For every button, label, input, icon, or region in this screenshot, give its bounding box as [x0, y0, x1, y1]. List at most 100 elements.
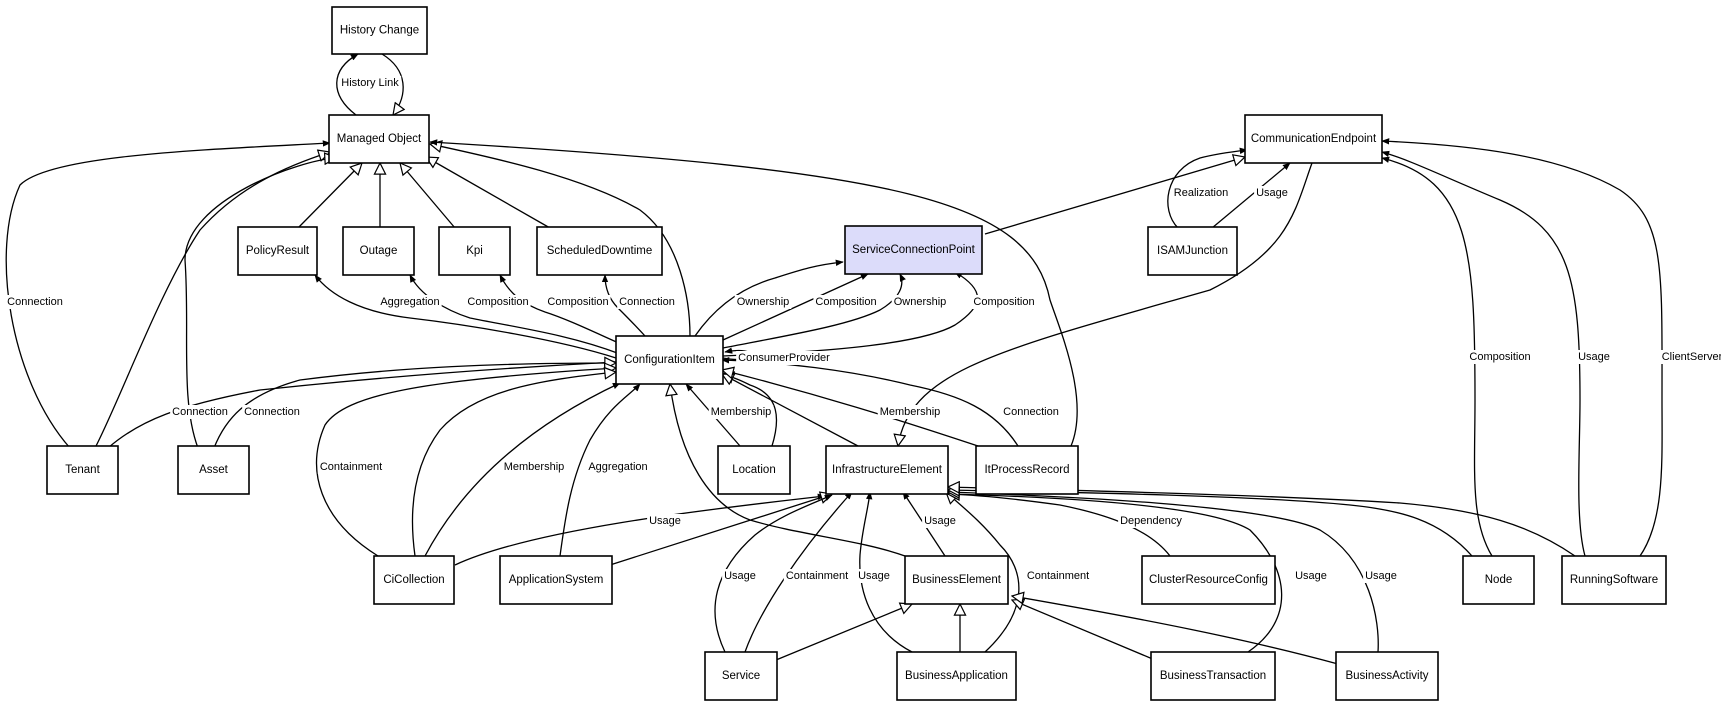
edge-label-background [242, 405, 302, 419]
edge-label-background [736, 351, 833, 365]
node-policy-result[interactable]: PolicyResult [237, 226, 318, 276]
label-configurationitem-serviceconnectionpoint-composition-1: Composition [815, 296, 876, 308]
node-managed-object-label: Managed Object [337, 133, 422, 145]
edge-service-infrastructureelement-usage [714, 494, 833, 653]
edge-label-background [317, 460, 385, 474]
label-location-configurationitem-membership: Membership [711, 406, 772, 418]
node-scheduled-downtime-label: ScheduledDowntime [547, 245, 652, 257]
edge-cicollection-configurationitem-containment [315, 368, 616, 557]
edge-businessapplication-infrastructureelement-usage [859, 491, 913, 653]
edge-itprocessrecord-configurationitem-membership [722, 370, 979, 447]
node-ci-collection-label: CiCollection [383, 574, 444, 586]
label-businessactivity-infrastructureelement-usage: Usage [1365, 570, 1397, 582]
edge-tenant-configurationitem-connection [107, 359, 617, 449]
label-configurationitem-serviceconnectionpoint-ownership-1: Ownership [737, 296, 790, 308]
label-isamjunction-communicationendpoint-realization: Realization [1174, 187, 1228, 199]
edge-infrastructureelement-communicationendpoint-membership [898, 162, 1313, 446]
edge-businesstransaction-infrastructureelement-usage [948, 494, 1283, 653]
node-cluster-resource-config-label: ClusterResourceConfig [1149, 574, 1268, 586]
edge-configurationitem-serviceconnectionpoint-ownership-2 [722, 273, 906, 349]
edge-serviceconnectionpoint-communicationendpoint [984, 157, 1245, 235]
node-outage[interactable]: Outage [342, 226, 415, 276]
label-configurationitem-policyresult-aggregation: Aggregation [380, 296, 439, 308]
node-location[interactable]: Location [717, 445, 791, 495]
node-running-software[interactable]: RunningSoftware [1561, 555, 1667, 605]
edge-isamjunction-communicationendpoint-usage [1211, 162, 1291, 229]
edge-label-background [856, 569, 892, 583]
node-isam-junction[interactable]: ISAMJunction [1147, 226, 1238, 276]
label-configurationitem-outage-composition: Composition [467, 296, 528, 308]
node-service-label: Service [722, 670, 760, 682]
edge-label-background [586, 460, 650, 474]
edge-scheduleddowntime-managedobject [426, 157, 551, 229]
node-tenant[interactable]: Tenant [46, 445, 119, 495]
node-communication-endpoint[interactable]: CommunicationEndpoint [1244, 114, 1383, 164]
label-businesstransaction-infrastructureelement-usage: Usage [1295, 570, 1327, 582]
node-application-system[interactable]: ApplicationSystem [499, 555, 613, 605]
edge-service-businesselement-generalization [775, 604, 912, 661]
nodes-layer: History Change Managed Object Communicat… [46, 6, 1667, 701]
node-asset-label: Asset [199, 464, 229, 476]
edge-configurationitem-serviceconnectionpoint-ownership-1 [694, 259, 844, 337]
edge-label-background [1024, 569, 1092, 583]
edge-businessapplication-infrastructureelement-containment [946, 492, 1020, 653]
node-business-transaction[interactable]: BusinessTransaction [1150, 651, 1276, 701]
edge-label-background [501, 460, 567, 474]
node-scheduled-downtime[interactable]: ScheduledDowntime [536, 226, 663, 276]
edge-configurationitem-policyresult-aggregation [314, 274, 617, 359]
edge-label-background [813, 295, 879, 309]
edge-cicollection-configurationitem-membership [424, 382, 621, 557]
label-service-infrastructureelement-usage: Usage [724, 570, 756, 582]
edge-itprocessrecord-configurationitem-connection [721, 357, 1019, 447]
edge-businesstransaction-businesselement-generalization [1012, 600, 1156, 661]
node-service[interactable]: Service [704, 651, 778, 701]
label-itprocessrecord-configurationitem-connection: Connection [1003, 406, 1059, 418]
node-isam-junction-label: ISAMJunction [1157, 245, 1228, 257]
node-business-element-label: BusinessElement [912, 574, 1002, 586]
edge-label-background [922, 514, 958, 528]
node-business-element[interactable]: BusinessElement [904, 555, 1009, 605]
node-it-process-record[interactable]: ItProcessRecord [975, 445, 1079, 495]
edge-asset-managedobject-generalization [184, 158, 336, 449]
node-infrastructure-element[interactable]: InfrastructureElement [825, 445, 949, 495]
edge-label-background [465, 295, 531, 309]
edge-label-background [1576, 350, 1612, 364]
node-service-connection-point-label: ServiceConnectionPoint [852, 244, 976, 256]
label-tenant-managedobject-connection: Connection [7, 296, 63, 308]
node-node-label: Node [1485, 574, 1513, 586]
edge-cicollection-configurationitem-generalization [411, 372, 616, 557]
edge-label-background [545, 295, 611, 309]
edge-applicationsystem-configurationitem-aggregation [559, 383, 641, 557]
node-configuration-item[interactable]: ConfigurationItem [615, 335, 724, 385]
edge-label-background [617, 295, 677, 309]
edge-applicationsystem-infrastructureelement-generalization [609, 494, 832, 566]
edge-label-background [1118, 514, 1185, 528]
node-managed-object[interactable]: Managed Object [328, 114, 430, 164]
edge-label-background [1293, 569, 1329, 583]
label-configurationitem-kpi-composition: Composition [547, 296, 608, 308]
edge-businessactivity-infrastructureelement-usage [948, 492, 1379, 653]
node-business-application-label: BusinessApplication [905, 670, 1008, 682]
edge-label-background [783, 569, 851, 583]
label-businesselement-infrastructureelement-usage: Usage [924, 515, 956, 527]
label-cicollection-infrastructureelement-usage: Usage [649, 515, 681, 527]
node-ci-collection[interactable]: CiCollection [373, 555, 455, 605]
edge-configurationitem-serviceconnectionpoint-composition-2 [722, 271, 979, 357]
node-history-change-label: History Change [340, 25, 419, 37]
edge-label-background [1467, 350, 1533, 364]
node-service-connection-point[interactable]: ServiceConnectionPoint [844, 225, 983, 275]
edge-label-background [1659, 350, 1721, 364]
node-history-change[interactable]: History Change [331, 6, 428, 55]
edge-label-background [708, 405, 774, 419]
edge-label-background [1001, 405, 1061, 419]
node-business-activity[interactable]: BusinessActivity [1335, 651, 1439, 701]
edge-asset-configurationitem-connection [213, 363, 616, 449]
edge-label-background [339, 76, 402, 90]
node-node[interactable]: Node [1462, 555, 1535, 605]
node-asset[interactable]: Asset [177, 445, 250, 495]
node-business-application[interactable]: BusinessApplication [896, 651, 1017, 701]
edge-configurationitem-serviceconnectionpoint-composition-1 [722, 273, 869, 341]
node-kpi[interactable]: Kpi [438, 226, 511, 276]
node-cluster-resource-config[interactable]: ClusterResourceConfig [1141, 555, 1276, 605]
